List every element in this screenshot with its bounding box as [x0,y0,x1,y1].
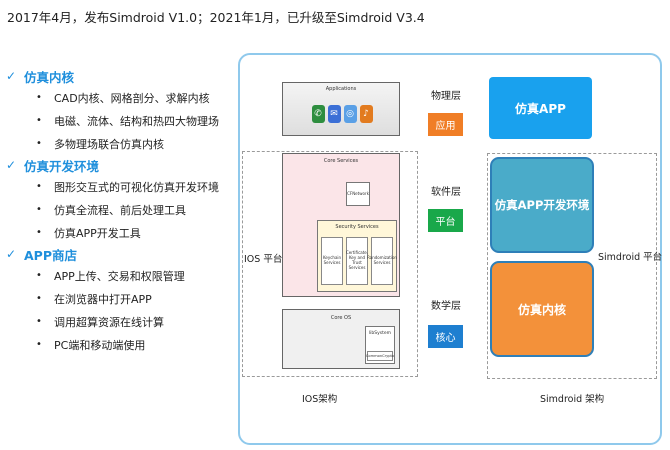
list-item: •仿真全流程、前后处理工具 [36,203,186,217]
security-services-label: Security Services [335,224,379,230]
list-item: •APP上传、交易和权限管理 [36,269,185,283]
check-icon: ✓ [6,158,17,172]
ios-arch-label: IOS架构 [302,394,338,405]
list-item: •电磁、流体、结构和热四大物理场 [36,114,219,128]
bullet-icon: • [36,92,42,103]
bullet-icon: • [36,138,42,149]
check-icon: ✓ [6,69,17,83]
ios-core-services-layer: Core Services CFNetwork Security Service… [282,153,400,297]
list-item: •图形交互式的可视化仿真开发环境 [36,180,219,194]
libsystem-box: libSystem CommonCrypto [365,326,395,364]
headline: 2017年4月，发布Simdroid V1.0；2021年1月，已升级至Simd… [7,10,425,25]
layer-software-label: 软件层 [431,187,461,198]
music-icon: ♪ [359,105,373,123]
ios-platform-label: IOS 平台 [244,254,283,265]
layer-physical-label: 物理层 [431,91,461,102]
core-os-label: Core OS [330,315,352,321]
section-title: APP商店 [24,247,77,263]
layer-math-chip: 核心 [428,325,463,348]
list-item: •CAD内核、网格剖分、求解内核 [36,91,210,105]
phone-icon: ✆ [311,105,325,123]
section-title: 仿真开发环境 [24,158,100,174]
bullet-icon: • [36,293,42,304]
ios-core-os-layer: Core OS libSystem CommonCrypto [282,309,400,369]
mail-icon: ✉ [327,105,341,123]
certificate-box: Certificate, Key and Trust Services [346,237,368,285]
keychain-box: Keychain Services [321,237,343,285]
simdroid-platform-outline [487,153,657,379]
app-icon-strip: ✆ ✉ ◎ ♪ [307,105,377,127]
core-services-label: Core Services [323,158,359,164]
list-item: •仿真APP开发工具 [36,226,141,240]
feature-outline: ✓ 仿真内核 •CAD内核、网格剖分、求解内核 •电磁、流体、结构和热四大物理场… [6,66,236,356]
list-item: •在浏览器中打开APP [36,292,152,306]
simdroid-arch-label: Simdroid 架构 [540,394,605,405]
bullet-icon: • [36,115,42,126]
sim-dev-env-box: 仿真APP开发环境 [490,157,594,253]
section-dev-environment: ✓ 仿真开发环境 [6,155,236,175]
layer-physical-chip: 应用 [428,113,463,136]
section-title: 仿真内核 [24,69,75,85]
section-simulation-kernel: ✓ 仿真内核 [6,66,236,86]
bullet-icon: • [36,270,42,281]
sim-app-box: 仿真APP [489,77,592,139]
bullet-icon: • [36,339,42,350]
list-item: •PC端和移动端使用 [36,338,146,352]
list-item: •多物理场联合仿真内核 [36,137,164,151]
bullet-icon: • [36,227,42,238]
layer-math-label: 数学层 [431,301,461,312]
security-services-box: Security Services Keychain Services Cert… [317,220,397,292]
simdroid-platform-label: Simdroid 平台 [598,252,663,263]
ios-applications-layer: Applications ✆ ✉ ◎ ♪ [282,82,400,136]
check-icon: ✓ [6,247,17,261]
randomization-box: Randomization Services [367,237,397,285]
sim-kernel-box: 仿真内核 [490,261,594,357]
list-item: •调用超算资源在线计算 [36,315,164,329]
commoncrypto-box: CommonCrypto [366,351,394,361]
safari-icon: ◎ [343,105,357,123]
section-app-store: ✓ APP商店 [6,244,236,264]
architecture-diagram: IOS 平台 Applications ✆ ✉ ◎ ♪ Core Service… [238,53,662,445]
bullet-icon: • [36,316,42,327]
applications-label: Applications [325,86,357,92]
cfnetwork-box: CFNetwork [346,182,370,206]
bullet-icon: • [36,181,42,192]
layer-software-chip: 平台 [428,209,463,232]
ios-platform-outline [242,151,418,377]
bullet-icon: • [36,204,42,215]
